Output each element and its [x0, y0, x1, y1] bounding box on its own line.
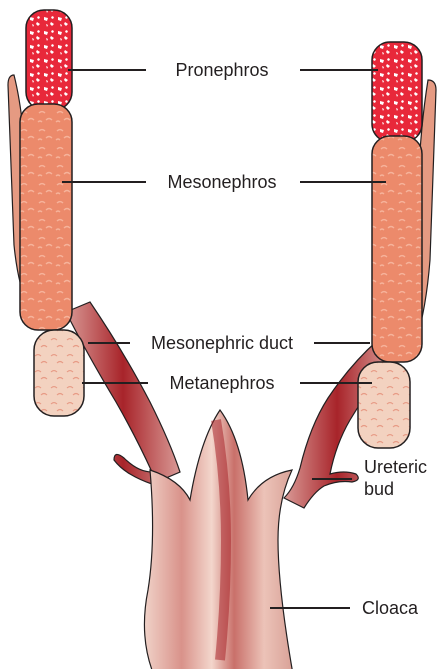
- left-metanephros: [34, 330, 84, 416]
- right-metanephros: [358, 362, 410, 448]
- label-mesonephric-duct: Mesonephric duct: [151, 333, 293, 353]
- left-pronephros: [26, 10, 72, 110]
- left-mesonephros: [20, 104, 72, 330]
- label-ureteric-bud-line1: Ureteric: [364, 457, 427, 477]
- label-mesonephros: Mesonephros: [167, 172, 276, 192]
- label-metanephros: Metanephros: [169, 373, 274, 393]
- right-pronephros: [372, 42, 422, 142]
- label-ureteric-bud-line2: bud: [364, 479, 394, 499]
- right-mesonephros: [372, 136, 422, 362]
- label-pronephros: Pronephros: [175, 60, 268, 80]
- label-cloaca: Cloaca: [362, 598, 419, 618]
